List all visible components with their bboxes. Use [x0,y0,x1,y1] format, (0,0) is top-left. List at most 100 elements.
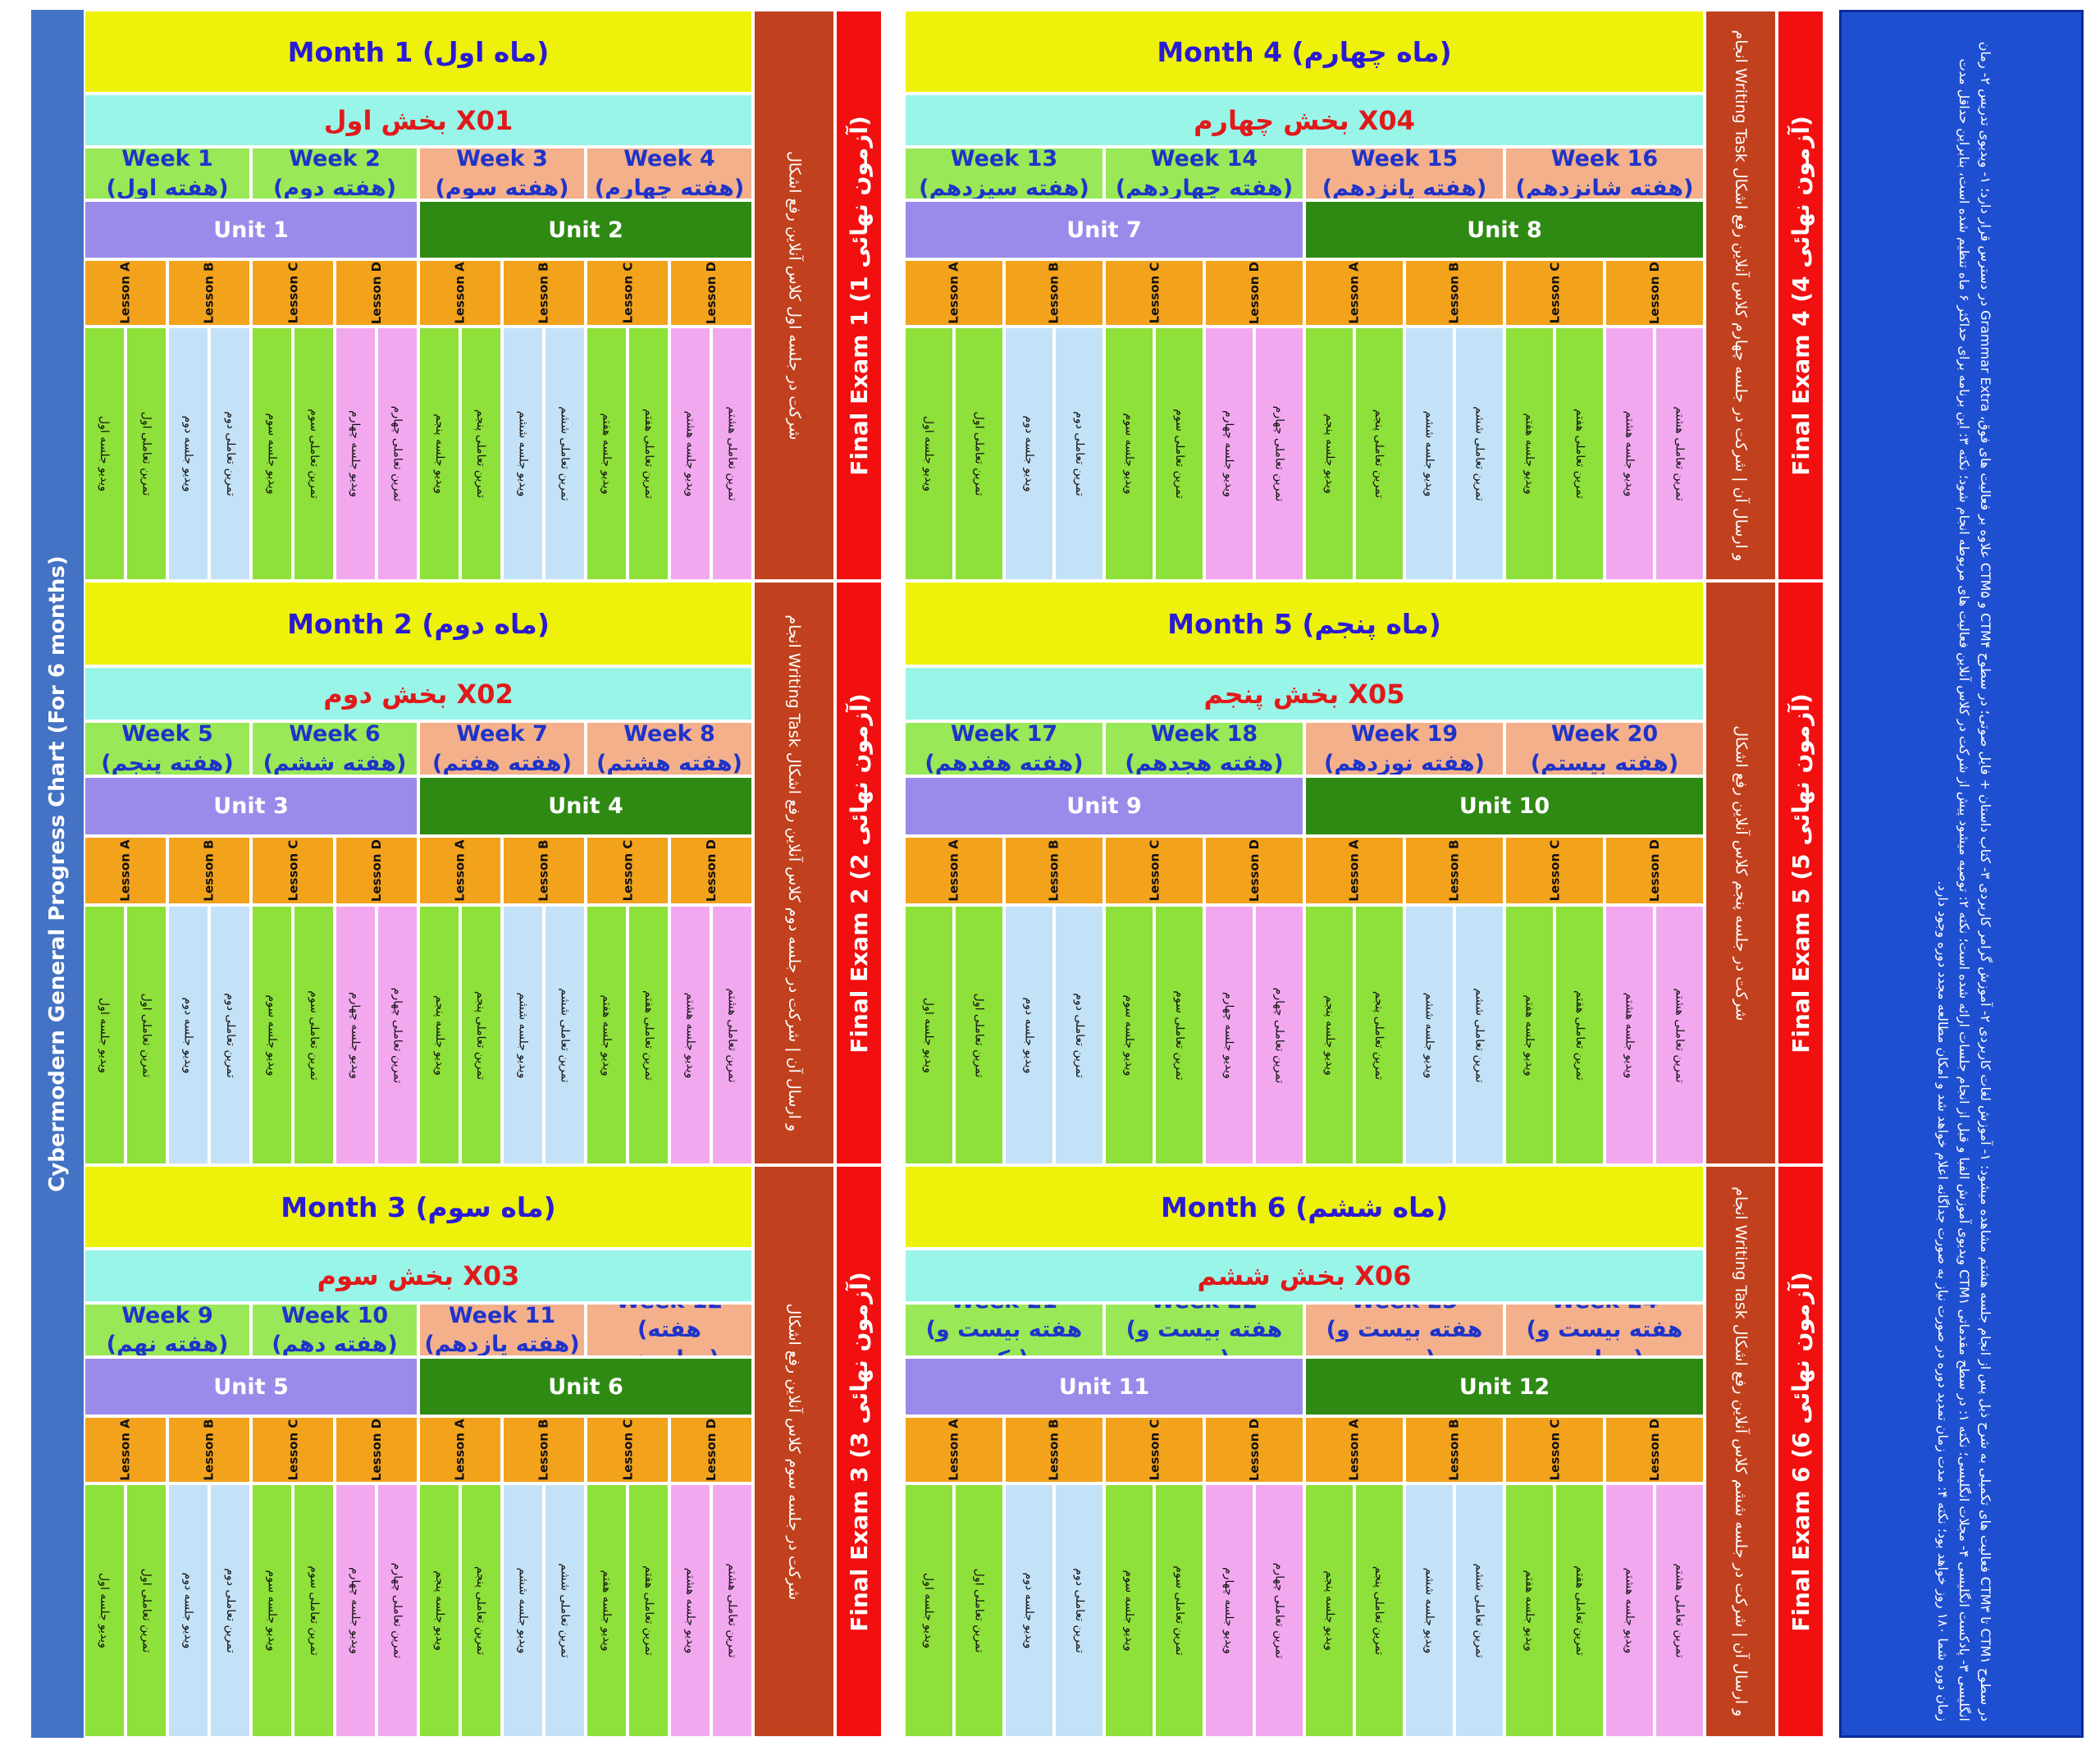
activity-cell: تمرین تعاملی سوم [1154,905,1204,1165]
lesson-cell: Lesson C [1504,259,1605,327]
activity-cell: تمرین تعاملی دوم [1054,327,1104,581]
week-cell: Week 23(هفته بیست و سوم) [1304,1303,1504,1357]
activity-cell-text: ویدیو جلسه اول [98,415,112,492]
activity-cell: ویدیو جلسه چهارم [335,327,377,581]
unit-cell: Unit 11 [904,1357,1304,1416]
lesson-cell: Lesson A [904,1416,1004,1483]
unit-cell-text: Unit 9 [1066,793,1142,819]
activity-cell: ویدیو جلسه ششم [1404,905,1454,1165]
activity-cell-text: ویدیو جلسه هفتم [600,413,614,495]
activity-cell-text: ویدیو جلسه سوم [265,1570,279,1652]
lesson-cell-text: Lesson C [1547,839,1562,902]
activity-cell-text: تمرین تعاملی هشتم [1673,987,1687,1083]
lesson-cell: Lesson D [1605,259,1705,327]
lesson-cell: Lesson A [418,1416,502,1483]
week-cell: Week 20(هفته بیستم) [1504,721,1705,776]
activity-cell: تمرین تعاملی ششم [544,1483,586,1738]
lesson-cell-text: Lesson C [1147,839,1162,902]
activity-cell-text: تمرین تعاملی هشتم [725,406,739,501]
lesson-cell: Lesson B [502,836,586,905]
activity-cell-text: ویدیو جلسه چهارم [349,409,363,498]
activity-cell-text: تمرین تعاملی دوم [1072,992,1086,1078]
activity-cell-text: ویدیو جلسه اول [98,1572,112,1649]
lesson-cell: Lesson A [1304,259,1404,327]
activity-cell-text: ویدیو جلسه پنجم [432,1570,446,1651]
activity-cell-text: تمرین تعاملی سوم [1172,409,1186,499]
activity-cell: تمرین تعاملی هفتم [628,905,669,1165]
unit-cell-text: Unit 6 [548,1373,623,1400]
activity-cell: ویدیو جلسه پنجم [1304,327,1354,581]
activity-cell-text: ویدیو جلسه اول [922,997,936,1073]
month-header: Month 1 (ماه اول) [84,10,753,94]
lesson-cell-text: Lesson B [1046,262,1061,324]
lesson-cell-text: Lesson C [1547,262,1562,324]
final-exam-cell: Final Exam 4 (آزمون نهائی 4) [1777,10,1824,581]
lesson-cell: Lesson C [586,836,669,905]
online-class-cell: شرکت در جلسه سوم کلاس آنلاین رفع اشکال [753,1165,835,1738]
lesson-cell-text: Lesson C [1547,1419,1562,1481]
month-header: Month 4 (ماه چهارم) [904,10,1705,94]
lesson-cell: Lesson C [1104,836,1204,905]
section-header-text: بخش چهارم X04 [1194,104,1415,136]
lesson-cell-text: Lesson C [1147,1419,1162,1481]
week-cell: Week 7(هفته هفتم) [418,721,586,776]
activity-cell-text: تمرین تعاملی ششم [558,1563,572,1658]
lesson-cell-text: Lesson B [1446,262,1462,324]
lesson-cell: Lesson A [84,836,167,905]
lesson-cell: Lesson D [1204,1416,1304,1483]
activity-cell: ویدیو جلسه هفتم [1504,327,1554,581]
lesson-cell-text: Lesson D [369,1418,384,1482]
unit-cell-text: Unit 2 [548,217,623,243]
week-cell: Week 4(هفته چهارم) [586,147,753,200]
activity-cell-text: ویدیو جلسه سوم [265,994,279,1076]
unit-cell: Unit 5 [84,1357,418,1416]
online-class-cell: شرکت در جلسه اول کلاس آنلاین رفع اشکال [753,10,835,581]
activity-cell-text: ویدیو جلسه هفتم [1522,1570,1536,1652]
week-cell: Week 9(هفته نهم) [84,1303,251,1357]
column-gap [1824,10,1839,1738]
activity-cell: ویدیو جلسه هشتم [669,1483,711,1738]
week-label: Week 24(هفته بیست و چهارم) [1506,1305,1703,1355]
online-class-cell: انجام Writing Task و ارسال آن | شرکت در … [1705,10,1777,581]
activity-cell: ویدیو جلسه ششم [1404,327,1454,581]
week-label: Week 22(هفته بیست و دوم) [1106,1305,1303,1355]
activity-cell-text: ویدیو جلسه هشتم [683,1567,697,1654]
week-label: Week 3(هفته سوم) [436,149,569,199]
activity-cell-text: ویدیو جلسه اول [98,997,112,1073]
lesson-cell-text: Lesson D [704,261,719,325]
lesson-cell: Lesson C [251,836,335,905]
activity-cell: ویدیو جلسه دوم [1004,905,1054,1165]
lesson-cell-text: Lesson D [1247,839,1262,903]
activity-cell-text: تمرین تعاملی دوم [223,992,237,1078]
unit-cell-text: Unit 4 [548,793,623,819]
activity-cell: ویدیو جلسه هشتم [1605,1483,1655,1738]
activity-cell-text: تمرین تعاملی سوم [307,1565,321,1656]
lesson-cell: Lesson D [1605,836,1705,905]
lesson-cell: Lesson B [1404,259,1504,327]
week-number: Week 13 [950,147,1058,172]
lesson-cell: Lesson B [1004,1416,1104,1483]
lesson-cell: Lesson A [418,836,502,905]
lesson-cell-text: Lesson A [1347,262,1362,324]
lesson-cell: Lesson C [251,259,335,327]
week-label: Week 7(هفته هفتم) [432,723,572,775]
activity-cell: تمرین تعاملی سوم [293,905,335,1165]
activity-cell-text: تمرین تعاملی هفتم [641,990,655,1081]
lesson-cell-text: Lesson C [1147,262,1162,324]
activity-cell: تمرین تعاملی هشتم [1655,1483,1705,1738]
lesson-cell: Lesson A [904,259,1004,327]
lesson-cell: Lesson A [1304,836,1404,905]
lesson-cell: Lesson D [1605,1416,1705,1483]
activity-cell-text: ویدیو جلسه دوم [181,997,195,1073]
lesson-cell: Lesson D [1204,259,1304,327]
lesson-cell: Lesson B [167,259,251,327]
unit-cell: Unit 8 [1304,200,1705,259]
final-exam-cell-text: Final Exam 2 (آزمون نهائی 2) [845,692,873,1054]
section-header: بخش اول X01 [84,94,753,147]
activity-cell-text: تمرین تعاملی هفتم [641,1565,655,1656]
week-persian: (هفته نوزدهم) [1324,750,1485,776]
unit-cell-text: Unit 10 [1459,793,1550,819]
week-cell: Week 1(هفته اول) [84,147,251,200]
week-persian: (هفته ششم) [262,750,407,776]
activity-cell: ویدیو جلسه دوم [1004,1483,1054,1738]
